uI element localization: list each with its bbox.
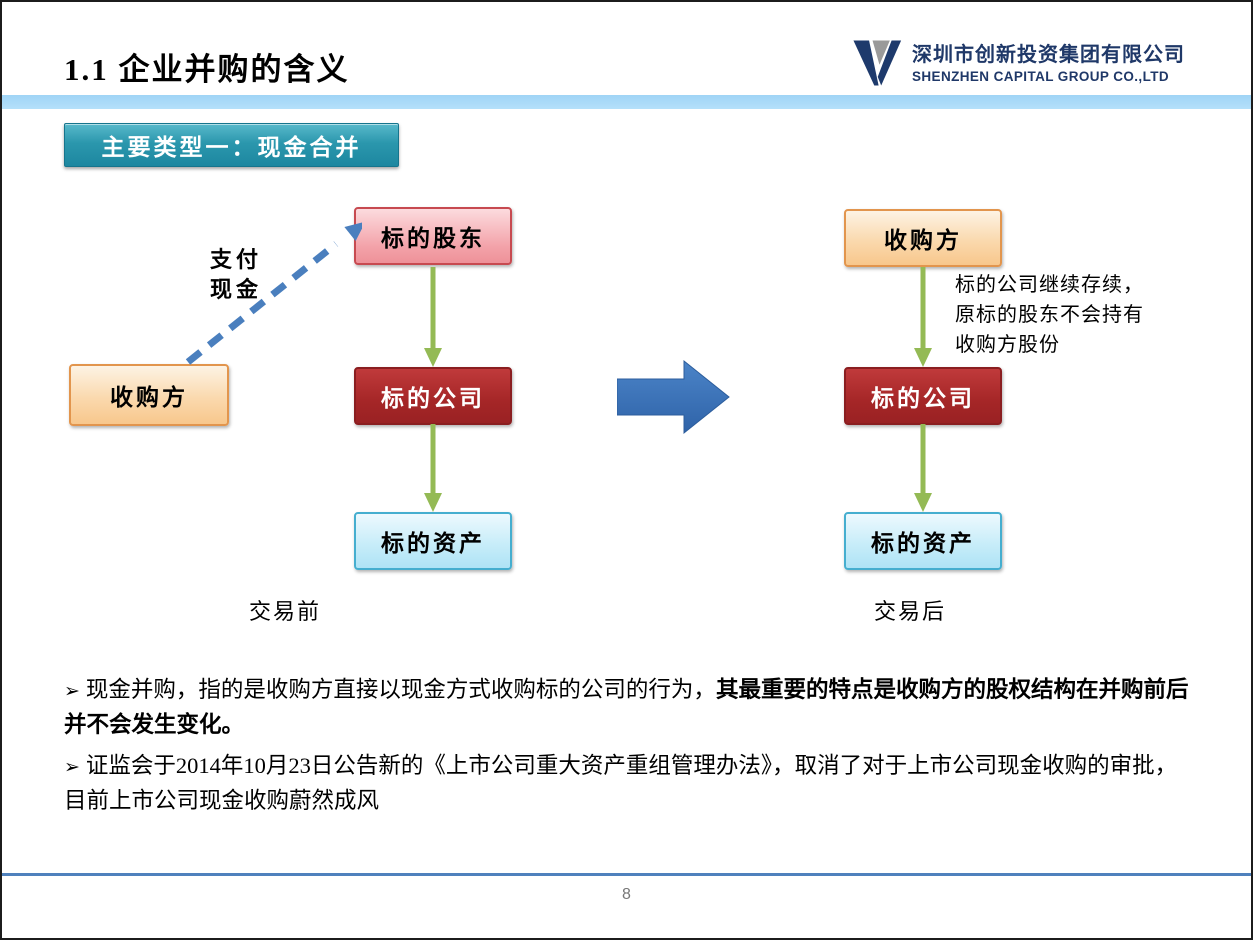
after-note: 标的公司继续存续， 原标的股东不会持有 收购方股份 [955,270,1205,360]
bullet-1-bold-text: 其最重要的特点是收购方的股权结构在并购前后并不会发生变化。 [64,677,1189,737]
page-title: 1.1 企业并购的含义 [64,52,350,87]
after-note-line2: 原标的股东不会持有 [955,304,1144,326]
down-arrow-icon [424,424,442,512]
pay-cash-dashed-arrow-icon [185,222,362,365]
body-text: ➢现金并购，指的是收购方直接以现金方式收购标的公司的行为，其最重要的特点是收购方… [64,673,1194,825]
bullet-2: ➢证监会于2014年10月23日公告新的《上市公司重大资产重组管理办法》，取消了… [64,749,1194,818]
bullet-arrow-icon: ➢ [64,680,80,702]
after-note-line1: 标的公司继续存续， [955,274,1144,296]
bullet-arrow-icon: ➢ [64,756,80,778]
target-assets-box-before: 标的资产 [354,512,512,570]
page-number: 8 [622,886,631,903]
acquirer-box-after: 收购方 [844,209,1002,267]
down-arrow-icon [424,267,442,367]
payment-cash-label: 支付 现金 [194,245,278,305]
before-caption: 交易前 [249,599,322,624]
down-arrow-icon [914,267,932,367]
header-divider-bar [2,95,1251,109]
down-arrow-icon [914,424,932,512]
target-company-box-after: 标的公司 [844,367,1002,425]
transition-right-arrow-icon [617,359,730,435]
logo-company-name-en: SHENZHEN CAPITAL GROUP CO.,LTD [912,68,1170,84]
target-company-box-before: 标的公司 [354,367,512,425]
payment-cash-line1: 支付 [209,247,262,272]
target-assets-box-after: 标的资产 [844,512,1002,570]
logo-company-name-cn: 深圳市创新投资集团有限公司 [912,43,1185,66]
acquirer-box-before: 收购方 [69,364,229,426]
footer-divider-line [2,873,1251,876]
logo-v-mark-icon [853,40,902,86]
target-shareholders-box: 标的股东 [354,207,512,265]
bullet-1: ➢现金并购，指的是收购方直接以现金方式收购标的公司的行为，其最重要的特点是收购方… [64,673,1194,742]
after-note-line3: 收购方股份 [955,334,1060,356]
bullet-2-text: 证监会于2014年10月23日公告新的《上市公司重大资产重组管理办法》，取消了对… [64,753,1178,813]
payment-cash-line2: 现金 [209,277,262,302]
section-badge: 主要类型一：现金合并 [64,123,399,167]
after-caption: 交易后 [874,599,947,624]
company-logo: 深圳市创新投资集团有限公司 SHENZHEN CAPITAL GROUP CO.… [850,35,1185,91]
bullet-1-text: 现金并购，指的是收购方直接以现金方式收购标的公司的行为， [85,677,716,702]
logo-text: 深圳市创新投资集团有限公司 SHENZHEN CAPITAL GROUP CO.… [912,42,1185,85]
